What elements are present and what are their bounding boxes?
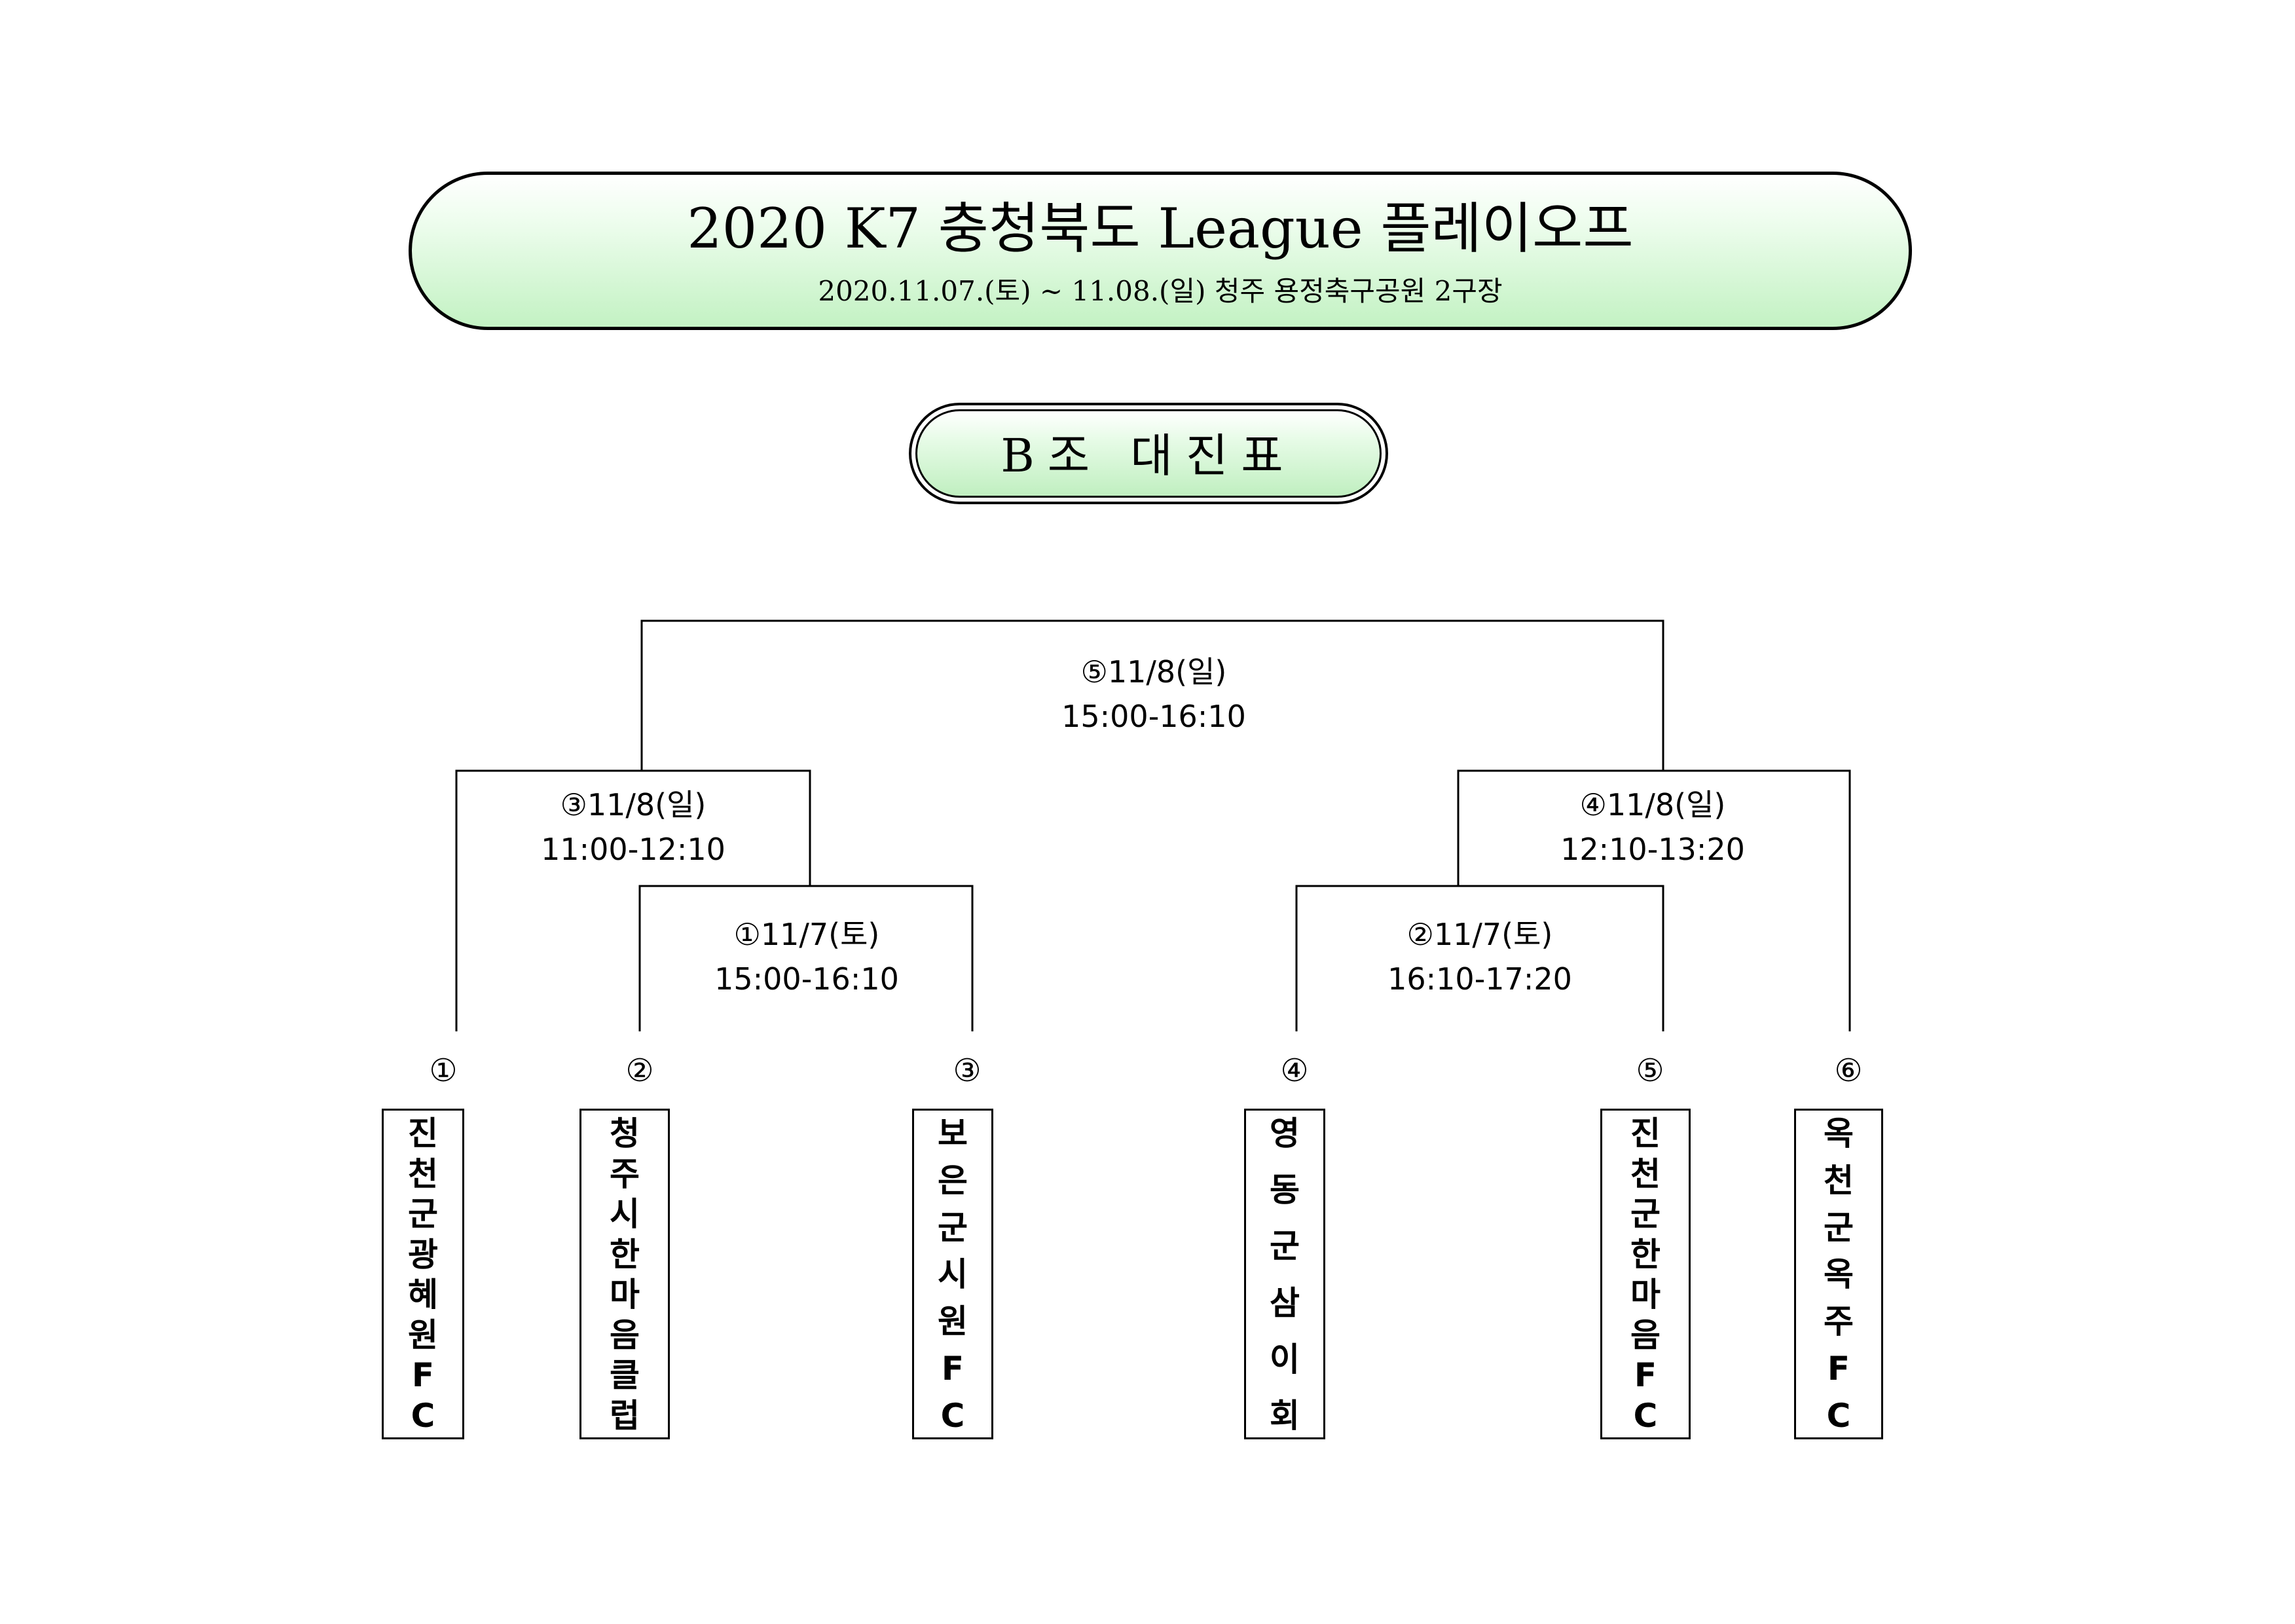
team-name-char: 마: [1630, 1276, 1661, 1314]
team-name-char: F: [941, 1350, 964, 1388]
match-time: 11:00-12:10: [541, 832, 725, 867]
match-date: 11/8(일): [1107, 654, 1227, 690]
page-title: 2020 K7 충청북도 League 플레이오프: [687, 196, 1634, 261]
team-name-char: 주: [1824, 1302, 1854, 1341]
match-number: ②: [1406, 917, 1434, 952]
team-name-char: F: [1827, 1350, 1850, 1388]
team-name-char: 청: [610, 1115, 640, 1153]
match-number: ③: [560, 787, 587, 822]
seed-number-3: ③: [953, 1052, 982, 1089]
team-name-char: 천: [1824, 1161, 1854, 1200]
title-banner: 2020 K7 충청북도 League 플레이오프 2020.11.07.(토)…: [409, 172, 1912, 330]
team-name-char: 광: [408, 1235, 438, 1274]
match-label-2: ②11/7(토) 16:10-17:20: [1283, 912, 1676, 1001]
team-name-char: 천: [408, 1154, 438, 1193]
team-name-char: 은: [938, 1161, 968, 1200]
match-number: ⑤: [1080, 654, 1108, 690]
team-name-char: C: [1826, 1396, 1851, 1435]
team-name-char: 진: [408, 1115, 438, 1153]
team-name-char: 시: [610, 1195, 640, 1234]
team-name-char: 마: [610, 1276, 640, 1314]
team-name-char: 음: [610, 1316, 640, 1354]
team-name-char: 영: [1270, 1115, 1300, 1153]
team-name-char: 주: [610, 1154, 640, 1193]
team-name-char: F: [1634, 1356, 1657, 1395]
team-name-char: 회: [1270, 1396, 1300, 1435]
group-label: B조 대진표: [1001, 429, 1296, 483]
seed-number-4: ④: [1280, 1052, 1309, 1089]
match-time: 16:10-17:20: [1387, 961, 1572, 997]
team-name-char: 군: [1630, 1195, 1661, 1234]
team-name-char: C: [411, 1396, 435, 1435]
team-name-char: C: [1633, 1396, 1658, 1435]
bracket-line-match-4: [1457, 769, 1851, 1031]
match-label-1: ①11/7(토) 15:00-16:10: [610, 912, 1003, 1001]
bracket-line-match-5: [640, 619, 1664, 771]
group-label-inner: B조 대진표: [915, 409, 1382, 498]
team-name-char: 천: [1630, 1154, 1661, 1193]
bracket-line-match-3: [455, 769, 811, 1031]
page-subtitle: 2020.11.07.(토) ~ 11.08.(일) 청주 용정축구공원 2구장: [818, 275, 1503, 307]
group-label-box: B조 대진표: [909, 403, 1388, 504]
team-name-char: 군: [408, 1195, 438, 1234]
seed-number-2: ②: [625, 1052, 654, 1089]
seed-number-5: ⑤: [1636, 1052, 1664, 1089]
team-name-char: 동: [1270, 1171, 1300, 1209]
match-date: 11/8(일): [1606, 787, 1726, 822]
team-name-char: 원: [408, 1316, 438, 1354]
team-name-char: 옥: [1824, 1115, 1854, 1153]
match-time: 15:00-16:10: [1061, 699, 1246, 734]
match-label-4: ④11/8(일) 12:10-13:20: [1456, 783, 1849, 872]
match-time: 15:00-16:10: [714, 961, 899, 997]
match-label-5: ⑤11/8(일) 15:00-16:10: [957, 650, 1350, 739]
team-name-char: 군: [1270, 1227, 1300, 1266]
match-time: 12:10-13:20: [1560, 832, 1745, 867]
seed-number-6: ⑥: [1834, 1052, 1863, 1089]
team-name-char: 삼: [1270, 1283, 1300, 1322]
team-name-char: 원: [938, 1302, 968, 1341]
team-name-char: C: [940, 1396, 965, 1435]
team-name-char: 이: [1270, 1340, 1300, 1378]
team-name-char: 한: [610, 1235, 640, 1274]
match-number: ①: [733, 917, 761, 952]
match-date: 11/7(토): [1433, 917, 1553, 952]
match-date: 11/7(토): [760, 917, 880, 952]
team-name-char: 음: [1630, 1316, 1661, 1354]
match-label-3: ③11/8(일) 11:00-12:10: [437, 783, 830, 872]
match-date: 11/8(일): [587, 787, 707, 822]
seed-number-1: ①: [429, 1052, 458, 1089]
team-name-char: 군: [938, 1208, 968, 1247]
team-name-char: 클: [610, 1356, 640, 1395]
team-name-char: 진: [1630, 1115, 1661, 1153]
team-name-char: 보: [938, 1115, 968, 1153]
match-number: ④: [1579, 787, 1607, 822]
team-name-char: F: [411, 1356, 435, 1395]
team-name-char: 옥: [1824, 1255, 1854, 1294]
bracket-line-match-2: [1295, 885, 1664, 1031]
team-name-char: 한: [1630, 1235, 1661, 1274]
team-name-char: 군: [1824, 1208, 1854, 1247]
team-name-char: 시: [938, 1255, 968, 1294]
team-name-char: 럽: [610, 1396, 640, 1435]
bracket-line-match-1: [638, 885, 974, 1031]
team-name-char: 혜: [408, 1276, 438, 1314]
